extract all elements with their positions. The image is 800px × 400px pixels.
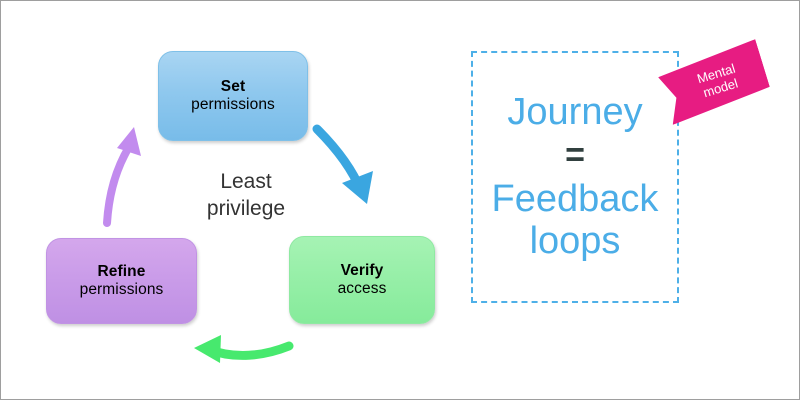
node-set-permissions[interactable]: Set permissions	[158, 51, 308, 141]
node-verify-access[interactable]: Verify access	[289, 236, 435, 324]
cycle-center-caption: Least privilege	[171, 169, 321, 223]
node-set-permissions-line1: Set	[220, 77, 246, 95]
journey-panel-line3: loops	[529, 220, 621, 263]
journey-panel: Journey = Feedback loops	[471, 51, 679, 303]
node-refine-permissions-line1: Refine	[97, 262, 146, 280]
node-verify-access-line2: access	[337, 280, 387, 297]
cycle-center-caption-line1: Least	[220, 170, 272, 193]
node-set-permissions-line2: permissions	[191, 96, 275, 113]
node-refine-permissions-line2: permissions	[79, 281, 164, 298]
arrow-set-to-verify	[312, 124, 373, 204]
arrow-verify-to-refine	[194, 335, 294, 363]
journey-panel-equals: =	[565, 135, 585, 174]
journey-panel-line2: Feedback	[491, 177, 659, 220]
journey-panel-line1: Journey	[507, 91, 643, 134]
arrow-refine-to-set	[103, 127, 141, 227]
node-verify-access-line1: Verify	[340, 261, 384, 279]
cycle-center-caption-line2: privilege	[206, 196, 286, 220]
node-refine-permissions[interactable]: Refine permissions	[46, 238, 197, 324]
